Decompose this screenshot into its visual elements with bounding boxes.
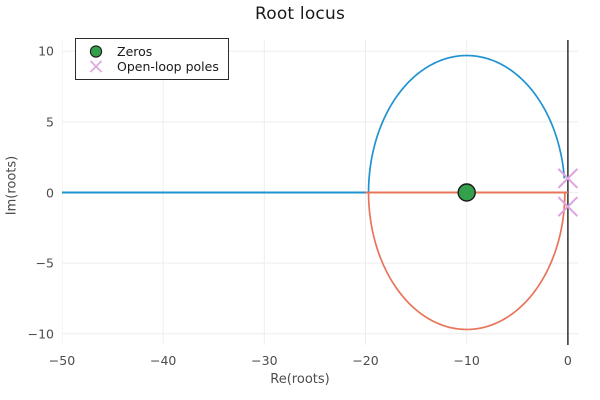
x-tick-label: −10 xyxy=(453,353,480,368)
zero-marker[interactable] xyxy=(457,183,476,202)
y-tick-label: −10 xyxy=(27,326,54,342)
y-tick-label: 10 xyxy=(38,43,54,59)
pole-stroke xyxy=(557,196,578,217)
x-tick-label: −40 xyxy=(149,353,177,368)
x-axis-label: Re(roots) xyxy=(270,372,330,387)
locus-arc xyxy=(367,191,566,331)
legend-label-zeros: Zeros xyxy=(117,44,153,59)
x-tick-label: −50 xyxy=(48,353,76,368)
plot-area xyxy=(62,40,578,345)
y-tick-label: 5 xyxy=(46,114,54,130)
legend-label-open-loop-poles: Open-loop poles xyxy=(117,59,219,74)
locus-arc xyxy=(367,54,566,193)
y-tick-label: 0 xyxy=(46,185,54,200)
pole-stroke xyxy=(557,168,578,189)
x-marker-icon xyxy=(83,59,109,74)
x-tick-label: −20 xyxy=(352,353,379,368)
y-tick-label: −5 xyxy=(35,255,54,271)
circle-marker-icon xyxy=(83,44,109,59)
pole-marker[interactable] xyxy=(557,196,578,217)
pole-marker[interactable] xyxy=(557,168,578,189)
legend-item-open-loop-poles: Open-loop poles xyxy=(83,59,219,74)
x-tick-label: 0 xyxy=(563,353,572,368)
chart-legend: Zeros Open-loop poles xyxy=(75,38,229,80)
legend-item-zeros: Zeros xyxy=(83,44,219,59)
page-title: Root locus xyxy=(254,4,346,24)
x-tick-label: −30 xyxy=(251,353,278,368)
chart-canvas xyxy=(62,40,578,345)
